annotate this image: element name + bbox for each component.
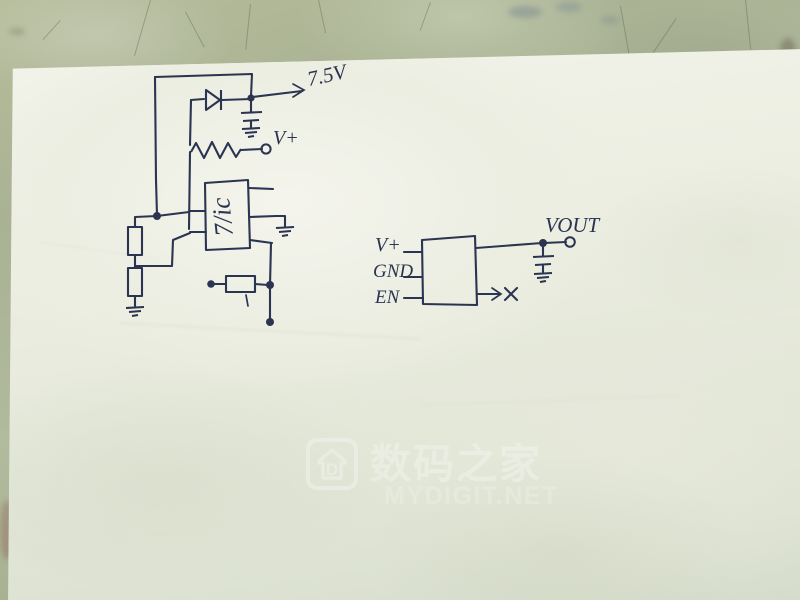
series-resistor-zigzag xyxy=(190,140,242,160)
output-ground-bar1 xyxy=(533,271,553,276)
wall-scuff xyxy=(556,2,582,12)
divider-resistor-upper xyxy=(126,225,144,257)
wire-top-rail xyxy=(153,72,254,98)
ground-center-bar2 xyxy=(244,130,258,135)
capacitor-plate-top xyxy=(240,110,263,115)
output-terminal-circle xyxy=(564,236,576,248)
wire-ic-pin-right-lower xyxy=(248,238,274,245)
wire-left-vertical xyxy=(153,75,159,217)
wall-scuff xyxy=(508,6,542,18)
ground-right-bar3 xyxy=(281,233,289,238)
terminal-dot-feedback xyxy=(207,280,215,288)
output-ground-bar2 xyxy=(536,275,550,280)
wire-output-terminal xyxy=(542,240,568,245)
ground-right-bar1 xyxy=(275,225,295,230)
regulator-ic-box xyxy=(203,178,252,252)
wire-supply-out xyxy=(250,89,304,99)
wire-divider-tap xyxy=(133,231,192,268)
wire-diode-branch xyxy=(189,97,206,102)
unused-mark-x-2 xyxy=(503,286,519,302)
wire-feedback-right xyxy=(253,282,270,287)
pin-label-gnd: GND xyxy=(373,261,413,282)
vout-label: VOUT xyxy=(545,213,601,237)
divider-resistor-lower xyxy=(126,266,144,298)
vplus-label: V+ xyxy=(273,127,299,149)
paper-sheet xyxy=(8,49,800,600)
wire-ic-pin-right-mid xyxy=(248,214,278,219)
ground-center-bar1 xyxy=(241,126,261,131)
wire-output xyxy=(474,241,544,250)
ground-left-bar2 xyxy=(128,309,142,314)
wire-vplus-branch-down xyxy=(187,150,192,231)
wall-scuff xyxy=(600,16,620,24)
pin-label-en: EN xyxy=(374,287,401,308)
wall-scuff xyxy=(9,28,25,35)
regulator-part-label: 7/ic xyxy=(206,196,239,238)
output-capacitor-plate-top xyxy=(532,254,555,259)
ground-left-bar3 xyxy=(131,313,139,318)
supply-rail-label: 7.5V xyxy=(305,59,350,91)
pin-label-vplus: V+ xyxy=(375,234,401,256)
output-ground-bar3 xyxy=(539,279,547,284)
arrowhead-unused xyxy=(491,287,503,301)
diode-triangle xyxy=(204,88,222,112)
feedback-resistor xyxy=(224,274,257,294)
wire-junction-to-ic xyxy=(155,210,191,218)
wire-ic-to-ground xyxy=(274,214,287,228)
wire-ic-pin-right-upper xyxy=(247,186,275,191)
ground-left-bar1 xyxy=(125,305,145,310)
wire-diode-out xyxy=(220,97,253,102)
module-box xyxy=(420,234,479,307)
vplus-terminal-circle xyxy=(260,143,272,155)
wire-feedback-vertical xyxy=(268,241,273,322)
wire-diode-left-down xyxy=(188,98,193,147)
annotation-tick xyxy=(245,294,249,307)
ground-right-bar2 xyxy=(278,229,292,234)
terminal-dot-bottom xyxy=(266,318,274,326)
wire-resistor-to-vplus xyxy=(239,147,264,152)
arrowhead-supply xyxy=(292,83,306,98)
wire-junction-to-divider xyxy=(133,214,159,228)
ground-center-bar3 xyxy=(247,134,255,139)
